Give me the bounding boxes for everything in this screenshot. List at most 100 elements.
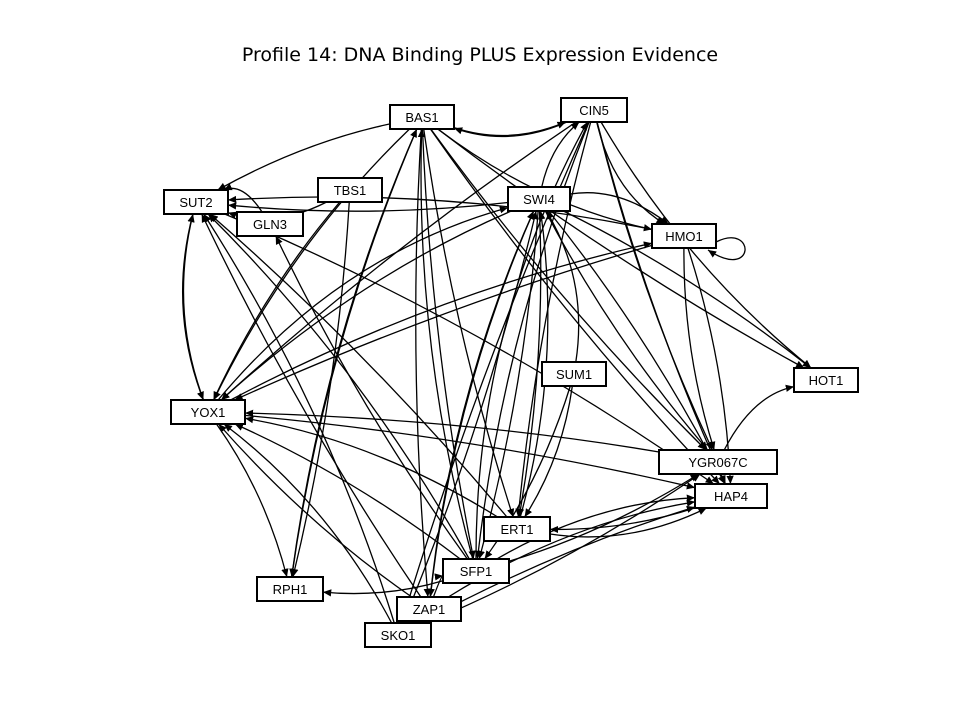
edge-yox1-to-hap4 [244,414,696,490]
node-box [256,576,324,602]
edge-ygr067c-to-hot1 [723,384,795,451]
edge-cin5-to-bas1 [453,121,568,138]
edge-yox1-to-swi4 [217,206,509,401]
edge-swi4-to-hap4 [548,210,726,485]
edge-zap1-to-sut2 [201,213,422,598]
page-title: Profile 14: DNA Binding PLUS Expression … [241,44,719,66]
node-label: HAP4 [714,489,748,504]
edge-swi4-to-cin5 [541,121,580,188]
node-label: TBS1 [334,183,367,198]
edge-yox1-to-rph1 [215,423,289,578]
edge-ert1-to-sut2 [209,213,508,518]
edge-hmo1-to-ygr067c [683,247,716,451]
edge-tbs1-to-yox1 [212,201,341,401]
node-sfp1: SFP1 [442,558,510,584]
edge-cin5-to-sfp1 [474,121,590,560]
edge-sfp1-to-bas1 [417,128,474,560]
edge-swi4-to-hot1 [563,210,812,369]
edge-sum1-to-ert1 [524,385,573,518]
node-hmo1: HMO1 [651,223,717,249]
node-sko1: SKO1 [364,622,432,648]
node-box [483,516,551,542]
edge-bas1-to-hap4 [429,128,721,485]
edge-zap1-to-swi4 [429,210,535,598]
edge-bas1-to-zap1 [415,128,431,598]
node-label: SFP1 [460,564,493,579]
node-label: SKO1 [381,628,416,643]
edge-hap4-to-ert1 [549,507,696,534]
edge-sko1-to-ygr067c [426,473,701,624]
edge-sfp1-to-hap4 [496,494,696,560]
edge-rph1-to-bas1 [290,128,418,578]
node-label: SWI4 [523,192,555,207]
node-label: SUT2 [179,195,212,210]
edge-cin5-to-ert1 [515,121,592,518]
edge-zap1-to-yox1 [218,423,413,598]
edge-sfp1-to-yox1 [234,423,461,560]
edge-hmo1-to-yox1 [234,244,653,401]
edge-zap1-to-sfp1 [432,573,444,598]
node-label: HMO1 [665,229,703,244]
node-box [694,483,768,509]
node-sut2: SUT2 [163,189,229,215]
edge-ygr067c-to-yox1 [244,409,660,453]
node-hot1: HOT1 [793,367,859,393]
edge-sko1-to-sut2 [203,213,395,624]
edge-cin5-to-yox1 [220,121,577,401]
edge-swi4-to-hmo1 [569,192,669,225]
edge-swi4-to-sut2 [227,201,509,212]
node-rph1: RPH1 [256,576,324,602]
node-label: ERT1 [501,522,534,537]
edge-sko1-to-yox1 [223,423,393,624]
node-sum1: SUM1 [541,361,607,387]
edge-sko1-to-swi4 [402,210,538,624]
edge-sut2-to-hap4 [224,213,715,485]
node-box [442,558,510,584]
node-label: SUM1 [556,367,592,382]
edge-hmo1-to-hmo1 [707,237,746,261]
node-box [389,104,455,130]
node-label: GLN3 [253,217,287,232]
node-label: RPH1 [273,582,308,597]
node-hap4: HAP4 [694,483,768,509]
node-box [793,367,859,393]
edge-layer [181,121,812,624]
edge-cin5-to-hot1 [600,121,812,369]
node-box [236,211,304,237]
node-label: BAS1 [405,110,438,125]
node-box [541,361,607,387]
node-label: YGR067C [688,455,747,470]
node-box [396,596,462,622]
edge-sut2-to-yox1 [181,213,204,401]
node-box [170,399,246,425]
edge-bas1-to-ert1 [423,128,515,518]
node-box [507,186,571,212]
node-ygr067c: YGR067C [658,449,778,475]
edge-tbs1-to-rph1 [291,201,350,578]
edge-bas1-to-sfp1 [421,128,476,560]
node-label: ZAP1 [413,602,446,617]
edge-sfp1-to-ygr067c [508,473,700,562]
edge-bas1-to-hot1 [437,128,805,369]
node-box [651,223,717,249]
node-box [364,622,432,648]
edge-cin5-to-hap4 [596,121,727,485]
node-cin5: CIN5 [560,97,628,123]
edge-ert1-to-yox1 [244,416,499,518]
node-tbs1: TBS1 [317,177,383,203]
node-label: HOT1 [809,373,844,388]
node-swi4: SWI4 [507,186,571,212]
edge-sfp1-to-gln3 [275,235,468,560]
edge-yox1-to-hmo1 [230,241,653,401]
edge-bas1-to-ygr067c [430,128,707,451]
node-label: YOX1 [191,405,226,420]
node-yox1: YOX1 [170,399,246,425]
node-box [658,449,778,475]
edge-swi4-to-sfp1 [477,210,539,560]
node-gln3: GLN3 [236,211,304,237]
node-label: CIN5 [579,103,609,118]
edge-swi4-to-ert1 [516,210,542,518]
edge-sum1-to-swi4 [545,210,580,363]
node-box [163,189,229,215]
